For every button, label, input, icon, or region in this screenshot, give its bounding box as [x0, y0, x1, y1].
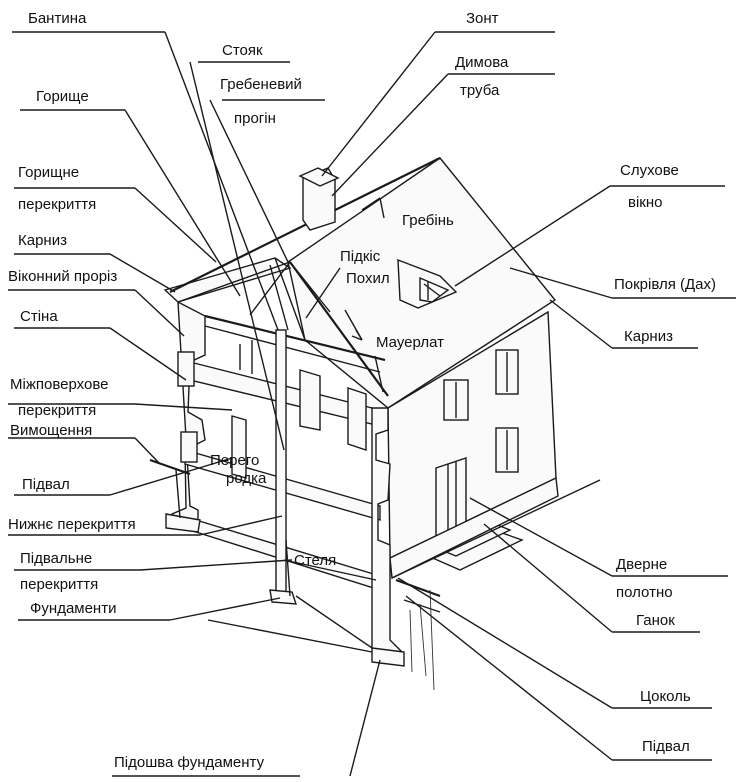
label-dymova-line1: Димова: [455, 54, 509, 71]
label-dverne-line1: Дверне: [616, 556, 668, 573]
label-dverne-line2: полотно: [616, 584, 673, 601]
label-mizhpoverkhove-line2: перекриття: [18, 402, 97, 419]
label-karnyz-right: Карниз: [624, 328, 673, 345]
label-fundamenty: Фундаменти: [30, 600, 117, 617]
label-mauerlat: Мауерлат: [376, 334, 444, 351]
label-vymoshchennia: Вимощення: [10, 422, 93, 439]
label-pidkis: Підкіс: [340, 248, 381, 265]
label-underlines-left: [8, 31, 300, 777]
label-perehorodka-line2: родка: [226, 470, 267, 487]
label-pidoshva-fundamentu: Підошва фундаменту: [114, 754, 265, 771]
label-pokrivlia: Покрівля (Дах): [614, 276, 717, 293]
label-bantyna: Бантина: [28, 10, 87, 27]
cross-section: [149, 300, 441, 691]
label-dymova-line2: труба: [460, 82, 500, 99]
label-pidvalne-line1: Підвальне: [20, 550, 93, 567]
label-stoyak: Стояк: [222, 42, 263, 59]
label-sluhove-line2: вікно: [628, 194, 663, 211]
label-horyshchne-line2: перекриття: [18, 196, 97, 213]
label-horyshchne-line1: Горищне: [18, 164, 80, 181]
label-vikonnyi-proriz: Віконний проріз: [8, 268, 118, 285]
label-pidval-right: Підвал: [642, 738, 690, 755]
label-pokhyl: Похил: [346, 270, 390, 287]
label-horyshche: Горище: [36, 88, 89, 105]
label-sluhove-line1: Слухове: [620, 162, 679, 179]
label-pidvalne-line2: перекриття: [20, 576, 99, 593]
label-pidval-left: Підвал: [22, 476, 70, 493]
leader-lines: [109, 31, 613, 777]
label-hreben: Гребінь: [402, 212, 454, 229]
label-tsokol: Цоколь: [640, 688, 691, 705]
label-karnyz-left: Карниз: [18, 232, 67, 249]
label-stina: Стіна: [20, 308, 58, 325]
label-hanok: Ганок: [636, 612, 675, 629]
label-perehorodka-line1: Перего: [210, 452, 260, 469]
label-nyzhnie-perekryttia: Нижнє перекриття: [8, 516, 136, 533]
label-mizhpoverkhove-line1: Міжповерхове: [10, 376, 109, 393]
label-hrebenevyi-line1: Гребеневий: [220, 76, 302, 93]
roof: [163, 157, 557, 409]
label-stelia: Стеля: [294, 552, 337, 569]
facade: [387, 310, 601, 580]
label-zont: Зонт: [466, 10, 499, 27]
label-hrebenevyi-line2: прогін: [234, 110, 276, 127]
